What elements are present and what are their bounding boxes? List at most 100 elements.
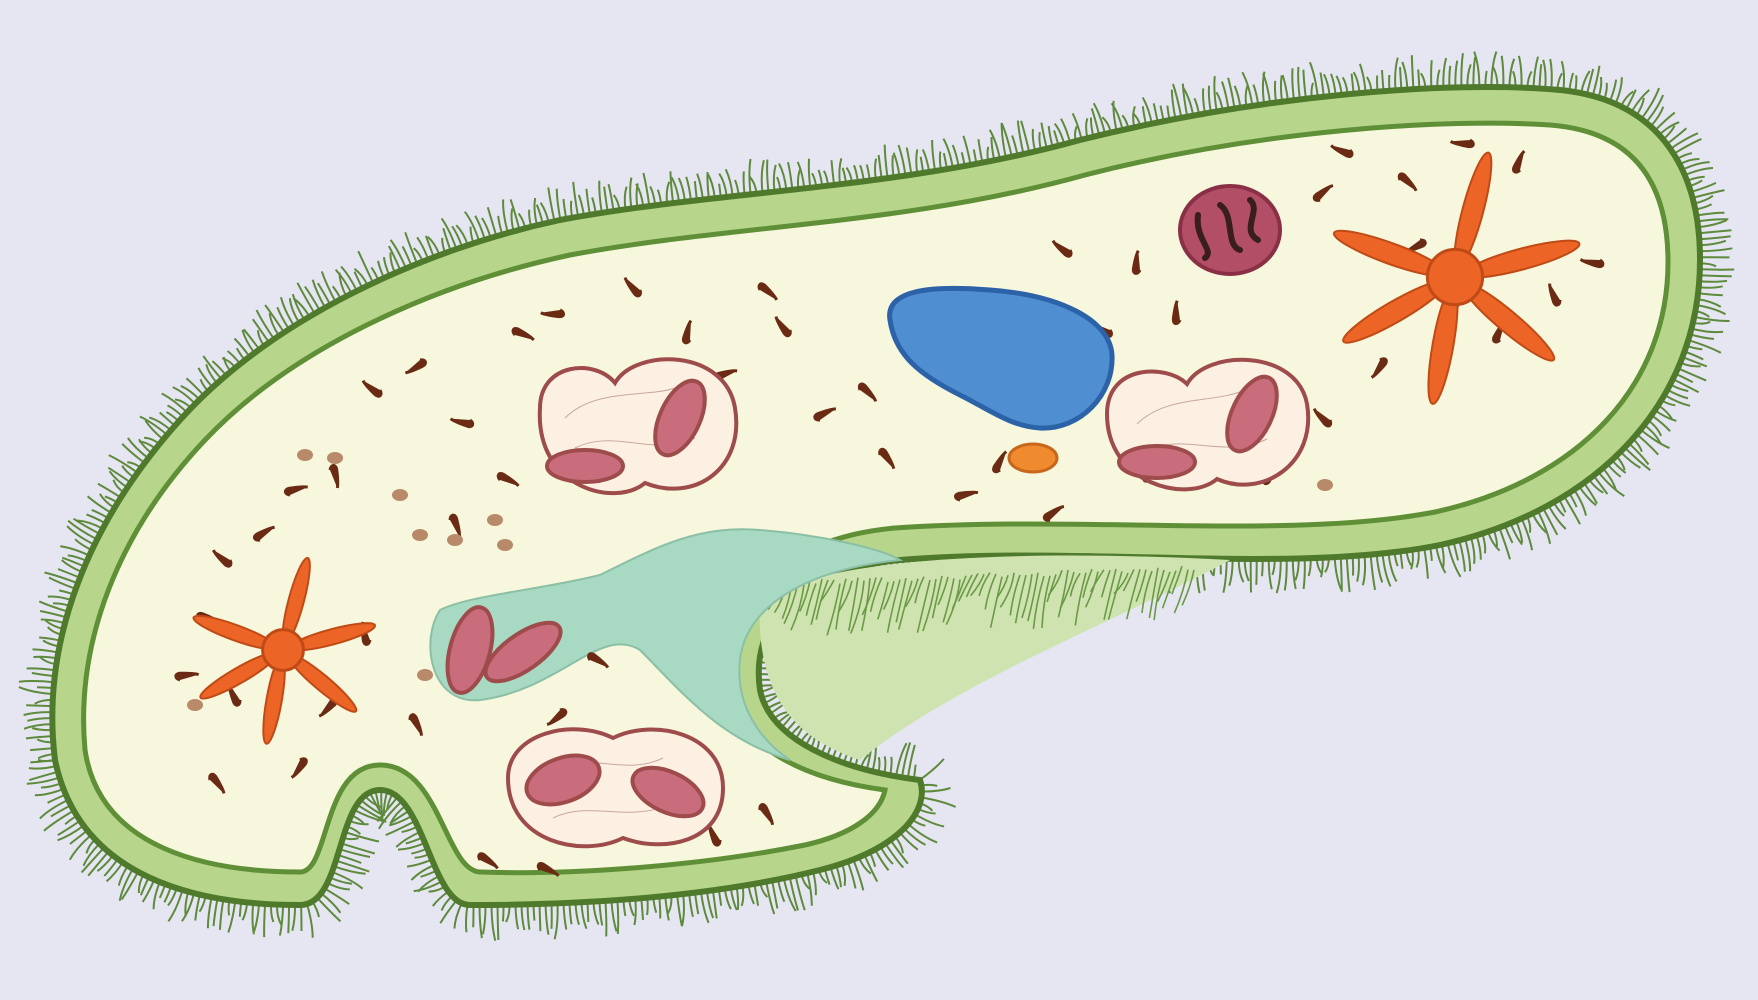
cilium bbox=[689, 893, 693, 917]
cilium bbox=[1203, 88, 1205, 113]
cilium bbox=[1550, 59, 1552, 89]
cilium bbox=[885, 145, 888, 179]
cilium bbox=[892, 155, 893, 177]
granule-blob bbox=[497, 539, 513, 551]
cilium bbox=[327, 883, 350, 890]
cilium bbox=[604, 187, 608, 212]
cilium bbox=[1285, 559, 1287, 591]
cilium bbox=[641, 898, 643, 920]
cilium bbox=[557, 189, 561, 220]
granule-blob bbox=[1317, 479, 1333, 491]
cilium bbox=[1253, 85, 1258, 106]
cilium bbox=[498, 905, 499, 940]
cilium bbox=[1562, 61, 1564, 90]
cilium bbox=[1599, 77, 1602, 98]
cilium bbox=[1363, 555, 1365, 585]
cilium bbox=[1353, 556, 1354, 576]
cilium bbox=[1700, 241, 1726, 246]
cilium bbox=[88, 496, 112, 513]
cilium bbox=[579, 195, 584, 216]
cilium bbox=[182, 893, 194, 921]
granule-blob bbox=[487, 514, 503, 526]
cilium bbox=[778, 879, 784, 901]
cilium bbox=[30, 748, 54, 750]
cilium bbox=[1223, 559, 1226, 593]
cilium bbox=[398, 843, 425, 850]
cilium bbox=[1347, 556, 1350, 592]
cilium bbox=[713, 890, 717, 918]
cilium bbox=[516, 905, 519, 930]
cilium bbox=[1324, 74, 1330, 96]
cilium bbox=[1295, 559, 1298, 581]
cilium bbox=[407, 860, 432, 867]
cilium bbox=[879, 155, 882, 179]
cilium bbox=[1321, 73, 1324, 97]
cilium bbox=[143, 880, 155, 902]
cilium bbox=[1700, 275, 1732, 276]
cilium bbox=[807, 873, 812, 906]
cilium bbox=[1283, 75, 1288, 101]
cilium bbox=[599, 181, 602, 213]
cilium bbox=[1474, 52, 1479, 88]
cilium bbox=[611, 900, 616, 931]
cilium bbox=[832, 160, 835, 185]
food-vacuole-1 bbox=[540, 359, 737, 493]
cilium bbox=[593, 902, 598, 925]
micronucleus bbox=[1180, 186, 1280, 274]
food-vacuole-3 bbox=[508, 729, 723, 846]
cilium bbox=[978, 139, 982, 162]
cilium bbox=[1304, 558, 1305, 589]
cilium bbox=[1041, 123, 1047, 149]
cilium bbox=[1690, 334, 1714, 339]
cilium bbox=[634, 899, 635, 925]
granule-blob bbox=[297, 449, 313, 461]
cilium bbox=[1377, 554, 1383, 582]
cilium bbox=[1477, 535, 1481, 559]
cilium bbox=[1461, 53, 1463, 87]
cilium bbox=[24, 712, 53, 715]
cilium bbox=[617, 900, 618, 934]
cilium bbox=[842, 864, 845, 886]
cilium bbox=[586, 189, 590, 215]
cilium bbox=[1235, 86, 1241, 108]
cilium bbox=[1471, 537, 1475, 564]
cilium bbox=[1688, 340, 1721, 353]
cilium bbox=[686, 177, 691, 201]
cilium bbox=[1502, 56, 1504, 87]
cilium bbox=[1699, 236, 1730, 239]
cilium bbox=[19, 681, 54, 682]
cilium bbox=[1292, 68, 1294, 100]
cilium bbox=[1698, 293, 1723, 295]
cilium bbox=[405, 232, 417, 263]
cilium bbox=[599, 901, 602, 925]
granule-blob bbox=[447, 534, 463, 546]
cilium bbox=[503, 199, 508, 233]
cilium bbox=[625, 187, 627, 210]
cilium bbox=[695, 893, 698, 915]
cilium bbox=[208, 897, 212, 928]
cilium bbox=[1209, 86, 1211, 113]
cilium bbox=[336, 861, 369, 872]
cilium bbox=[1699, 286, 1723, 287]
cilium bbox=[48, 596, 72, 600]
cilium bbox=[33, 649, 59, 652]
cilium bbox=[1303, 70, 1306, 99]
cilium bbox=[281, 297, 294, 326]
cilium bbox=[682, 894, 684, 926]
cilium bbox=[1699, 281, 1727, 282]
vacuole-center bbox=[1427, 249, 1482, 304]
cilium bbox=[630, 178, 631, 209]
cilium bbox=[1357, 556, 1359, 582]
cilium bbox=[1431, 60, 1432, 88]
cilium bbox=[1424, 548, 1428, 579]
cilium bbox=[754, 884, 758, 906]
cilium bbox=[788, 162, 792, 190]
cilium bbox=[1694, 317, 1729, 321]
granule-blob bbox=[417, 669, 433, 681]
cilium bbox=[24, 724, 52, 729]
cilium bbox=[1692, 329, 1724, 333]
cilium bbox=[29, 766, 57, 769]
cilium bbox=[875, 850, 889, 871]
cilium bbox=[953, 145, 959, 167]
cilium bbox=[679, 178, 685, 202]
